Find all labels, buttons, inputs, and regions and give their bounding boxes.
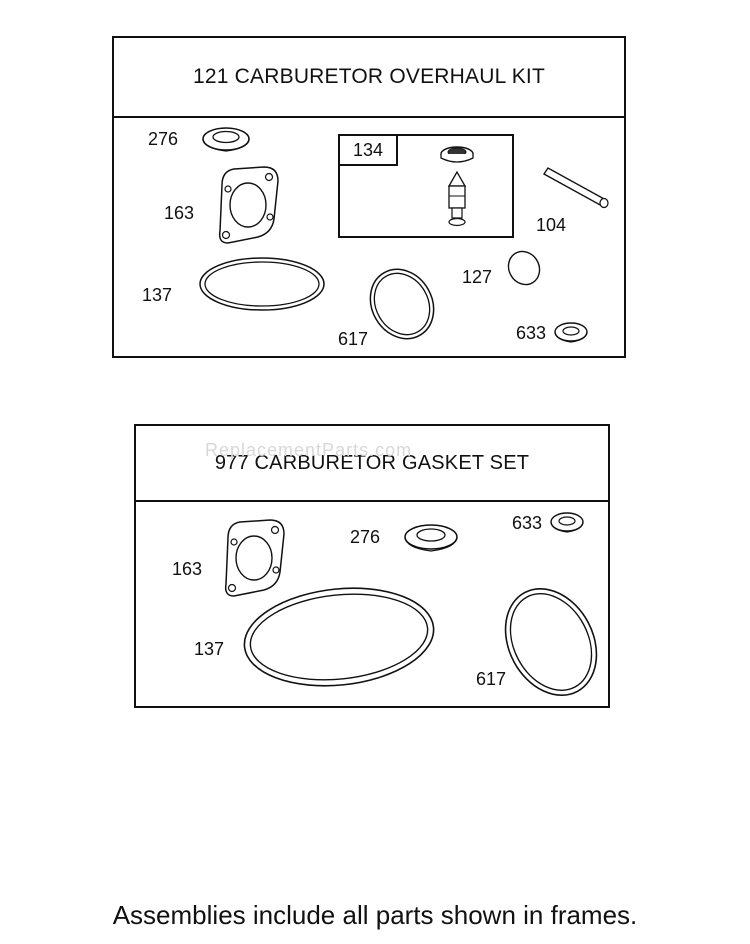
- needle-seat-subframe: 134: [338, 134, 514, 238]
- gasket-163-icon: [224, 519, 285, 597]
- gasket-set-title: 977 CARBURETOR GASKET SET: [136, 426, 608, 502]
- overhaul-label-276: 276: [148, 129, 179, 149]
- washer-276-icon: [202, 127, 250, 152]
- plug-127-icon: [507, 250, 541, 286]
- overhaul-label-127: 127: [462, 267, 493, 287]
- needle-seat-134-icon: [440, 146, 474, 227]
- overhaul-label-104: 104: [536, 215, 567, 235]
- watermark-text: ReplacementParts.com: [205, 440, 413, 460]
- washer-276-icon: [404, 524, 458, 552]
- washer-633-icon: [554, 322, 588, 343]
- oring-617-icon: [369, 268, 435, 340]
- gasket-label-617: 617: [476, 669, 507, 689]
- oring-617-icon: [504, 587, 598, 697]
- overhaul-label-163: 163: [164, 203, 195, 223]
- oring-137-icon: [199, 257, 325, 311]
- pin-104-icon: [542, 167, 609, 209]
- washer-633-icon: [550, 512, 584, 533]
- overhaul-kit-title: 121 CARBURETOR OVERHAUL KIT: [114, 38, 624, 118]
- overhaul-kit-frame: 121 CARBURETOR OVERHAUL KIT 276 163 137 …: [112, 36, 626, 358]
- overhaul-label-137: 137: [142, 285, 173, 305]
- gasket-label-276: 276: [350, 527, 381, 547]
- gasket-label-163: 163: [172, 559, 203, 579]
- gasket-label-633: 633: [512, 513, 543, 533]
- overhaul-label-633: 633: [516, 323, 547, 343]
- oring-137-icon: [243, 587, 435, 687]
- gasket-set-frame: 977 CARBURETOR GASKET SET 163 276 633 13…: [134, 424, 610, 708]
- footer-note: Assemblies include all parts shown in fr…: [112, 900, 638, 930]
- overhaul-label-617: 617: [338, 329, 369, 349]
- gasket-163-icon: [218, 166, 279, 244]
- gasket-label-137: 137: [194, 639, 225, 659]
- subframe-label-134: 134: [340, 136, 398, 166]
